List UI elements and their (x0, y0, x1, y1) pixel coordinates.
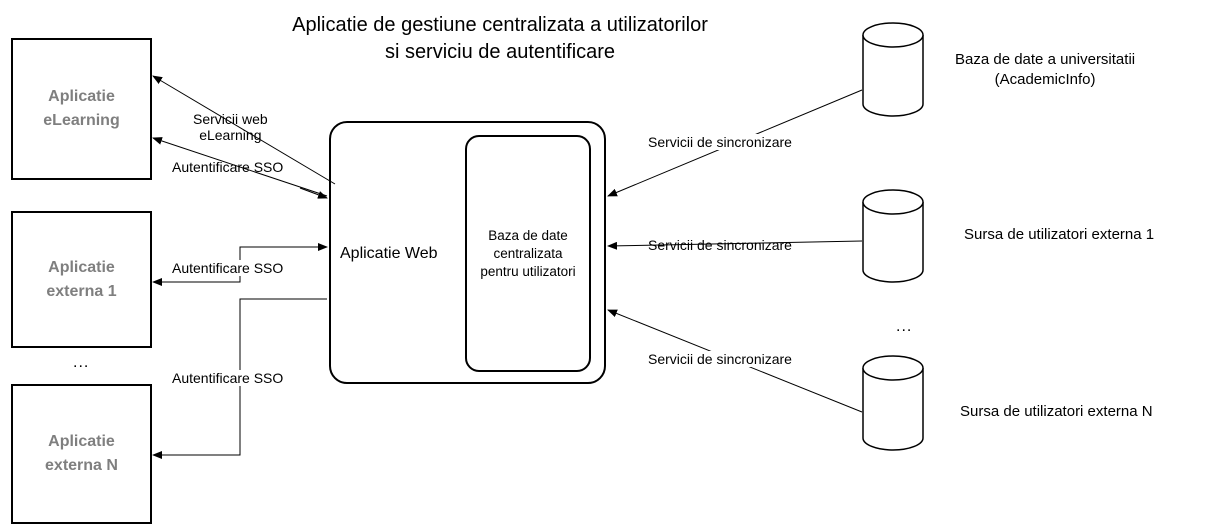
diagram-title: Aplicatie de gestiune centralizata a uti… (200, 12, 800, 66)
right-ellipsis: ... (896, 318, 913, 335)
database-icon-university (862, 22, 924, 117)
database-icon-externalN (862, 355, 924, 451)
app-externa1-line2: externa 1 (46, 282, 117, 300)
label-servicii-web: Servicii web eLearning (193, 111, 268, 143)
label-sso-externaN: Autentificare SSO (172, 370, 284, 386)
app-externaN-line1: Aplicatie (48, 433, 115, 450)
label-sync-external1: Servicii de sincronizare (648, 237, 792, 253)
central-database-box: Baza de date centralizata pentru utiliza… (465, 135, 591, 372)
app-externa1-box: Aplicatie externa 1 (11, 211, 152, 348)
label-servicii-web-line1: Servicii web (193, 111, 268, 127)
title-line-2: si serviciu de autentificare (384, 41, 616, 63)
arrow-sync-external1 (607, 240, 863, 250)
db-university-line1: Baza de date a universitatii (955, 51, 1136, 68)
label-sso-externa1: Autentificare SSO (172, 260, 284, 276)
title-line-1: Aplicatie de gestiune centralizata a uti… (292, 14, 708, 36)
central-db-line1: Baza de date (488, 227, 568, 243)
label-servicii-web-line2: eLearning (199, 127, 262, 143)
app-elearning-box: Aplicatie eLearning (11, 38, 152, 180)
label-sso-elearning: Autentificare SSO (172, 159, 284, 175)
app-externa1-line1: Aplicatie (48, 258, 115, 276)
arrow-servicii-web (152, 75, 336, 185)
web-app-label: Aplicatie Web (340, 245, 438, 262)
arrow-sso-elearning-to-app (152, 137, 328, 197)
database-icon-external1 (862, 189, 924, 283)
central-db-line2: centralizata (493, 245, 563, 261)
app-externaN-box: Aplicatie externa N (11, 384, 152, 524)
db-university-line2: (AcademicInfo) (994, 71, 1096, 88)
db-external1-label: Sursa de utilizatori externa 1 (964, 226, 1155, 243)
app-externaN-line2: externa N (45, 457, 118, 474)
db-university-label: Baza de date a universitatii (AcademicIn… (955, 50, 1135, 90)
left-ellipsis: ... (73, 354, 90, 371)
arrow-sso-elearning-to-web (299, 187, 328, 199)
app-elearning-line1: Aplicatie (48, 88, 115, 105)
web-app-box (329, 121, 606, 384)
app-elearning-line2: eLearning (43, 112, 120, 129)
label-sync-university: Servicii de sincronizare (648, 134, 792, 150)
db-externalN-label: Sursa de utilizatori externa N (960, 403, 1153, 420)
label-sync-externalN: Servicii de sincronizare (648, 351, 792, 367)
central-db-line3: pentru utilizatori (480, 263, 576, 279)
